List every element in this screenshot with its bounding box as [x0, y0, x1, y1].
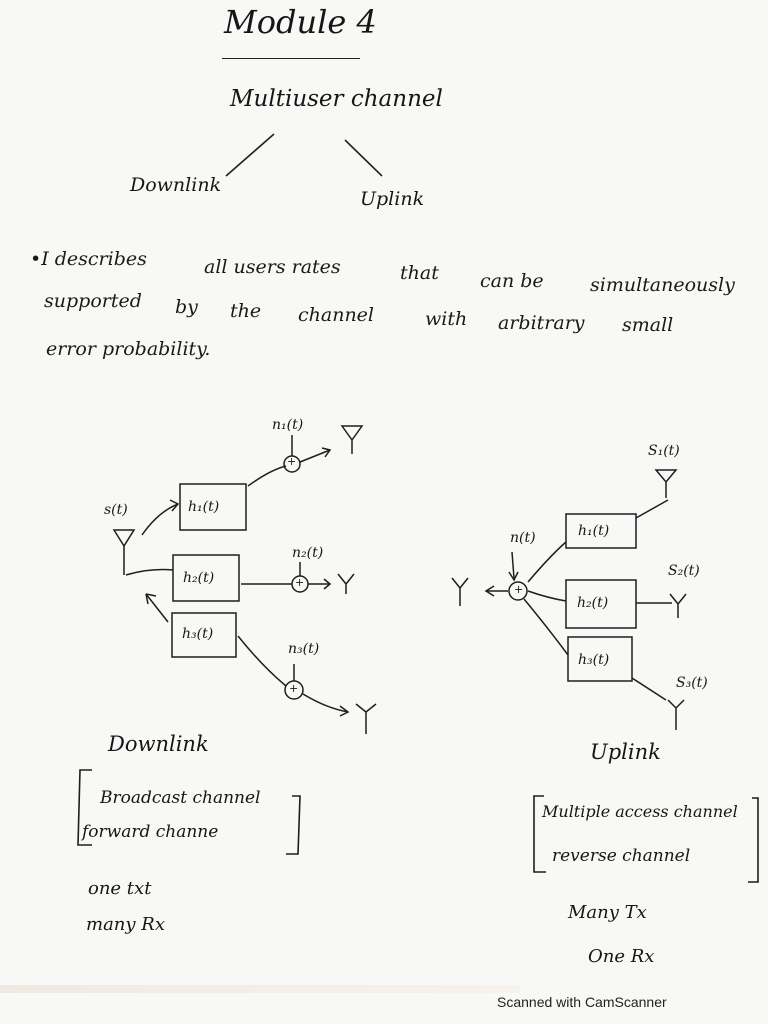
- downlink-bracket-item: Broadcast channel: [100, 788, 261, 808]
- downlink-filter-1: h₁(t): [188, 499, 220, 515]
- uplink-source-2: S₂(t): [668, 563, 700, 579]
- uplink-filter-3: h₃(t): [578, 652, 610, 668]
- para-line2-word: supported: [44, 290, 142, 312]
- page-edge-shadow: [0, 985, 520, 993]
- uplink-adder: +: [514, 583, 524, 596]
- downlink-adder-3: +: [289, 682, 299, 695]
- downlink-adder-2: +: [295, 576, 305, 589]
- downlink-bracket-item: forward channe: [82, 822, 219, 842]
- para-line1-word: all users rates: [204, 256, 341, 278]
- para-line1-word: that: [400, 262, 439, 284]
- downlink-filter-2: h₂(t): [183, 570, 215, 586]
- para-line2-word: the: [230, 300, 262, 322]
- downlink-rx: many Rx: [86, 914, 165, 935]
- branch-uplink: Uplink: [360, 188, 425, 210]
- branch-downlink: Downlink: [130, 174, 222, 196]
- uplink-source-3: S₃(t): [676, 675, 708, 691]
- downlink-filter-3: h₃(t): [182, 626, 214, 642]
- page-title: Module 4: [224, 3, 377, 41]
- para-line2-word: arbitrary: [498, 312, 585, 334]
- uplink-rx: One Rx: [588, 946, 655, 967]
- downlink-tx: one txt: [88, 878, 152, 899]
- para-line3-word: error probability.: [46, 338, 211, 360]
- para-line2-word: with: [425, 308, 468, 330]
- downlink-noise-1: n₁(t): [272, 417, 304, 433]
- para-line1-word: can be: [480, 270, 544, 292]
- downlink-noise-3: n₃(t): [288, 641, 320, 657]
- para-line2-word: small: [622, 314, 674, 336]
- uplink-bracket-item: Multiple access channel: [542, 802, 738, 821]
- downlink-notes-heading: Downlink: [108, 732, 209, 756]
- para-line1-word: simultaneously: [590, 274, 735, 296]
- downlink-input-label: s(t): [104, 502, 128, 518]
- downlink-noise-2: n₂(t): [292, 545, 324, 561]
- page-subtitle: Multiuser channel: [230, 86, 443, 112]
- scanner-watermark: Scanned with CamScanner: [497, 994, 667, 1010]
- para-line2-word: by: [175, 296, 198, 318]
- uplink-source-1: S₁(t): [648, 443, 680, 459]
- uplink-filter-2: h₂(t): [577, 595, 609, 611]
- downlink-adder-1: +: [287, 455, 297, 468]
- uplink-filter-1: h₁(t): [578, 523, 610, 539]
- uplink-bracket-item: reverse channel: [552, 846, 691, 866]
- para-line2-word: channel: [298, 304, 374, 326]
- title-underline: [222, 58, 360, 59]
- uplink-notes-heading: Uplink: [590, 740, 661, 764]
- uplink-tx: Many Tx: [568, 902, 647, 923]
- uplink-noise-label: n(t): [510, 530, 536, 546]
- para-line1-word: •I describes: [30, 248, 147, 270]
